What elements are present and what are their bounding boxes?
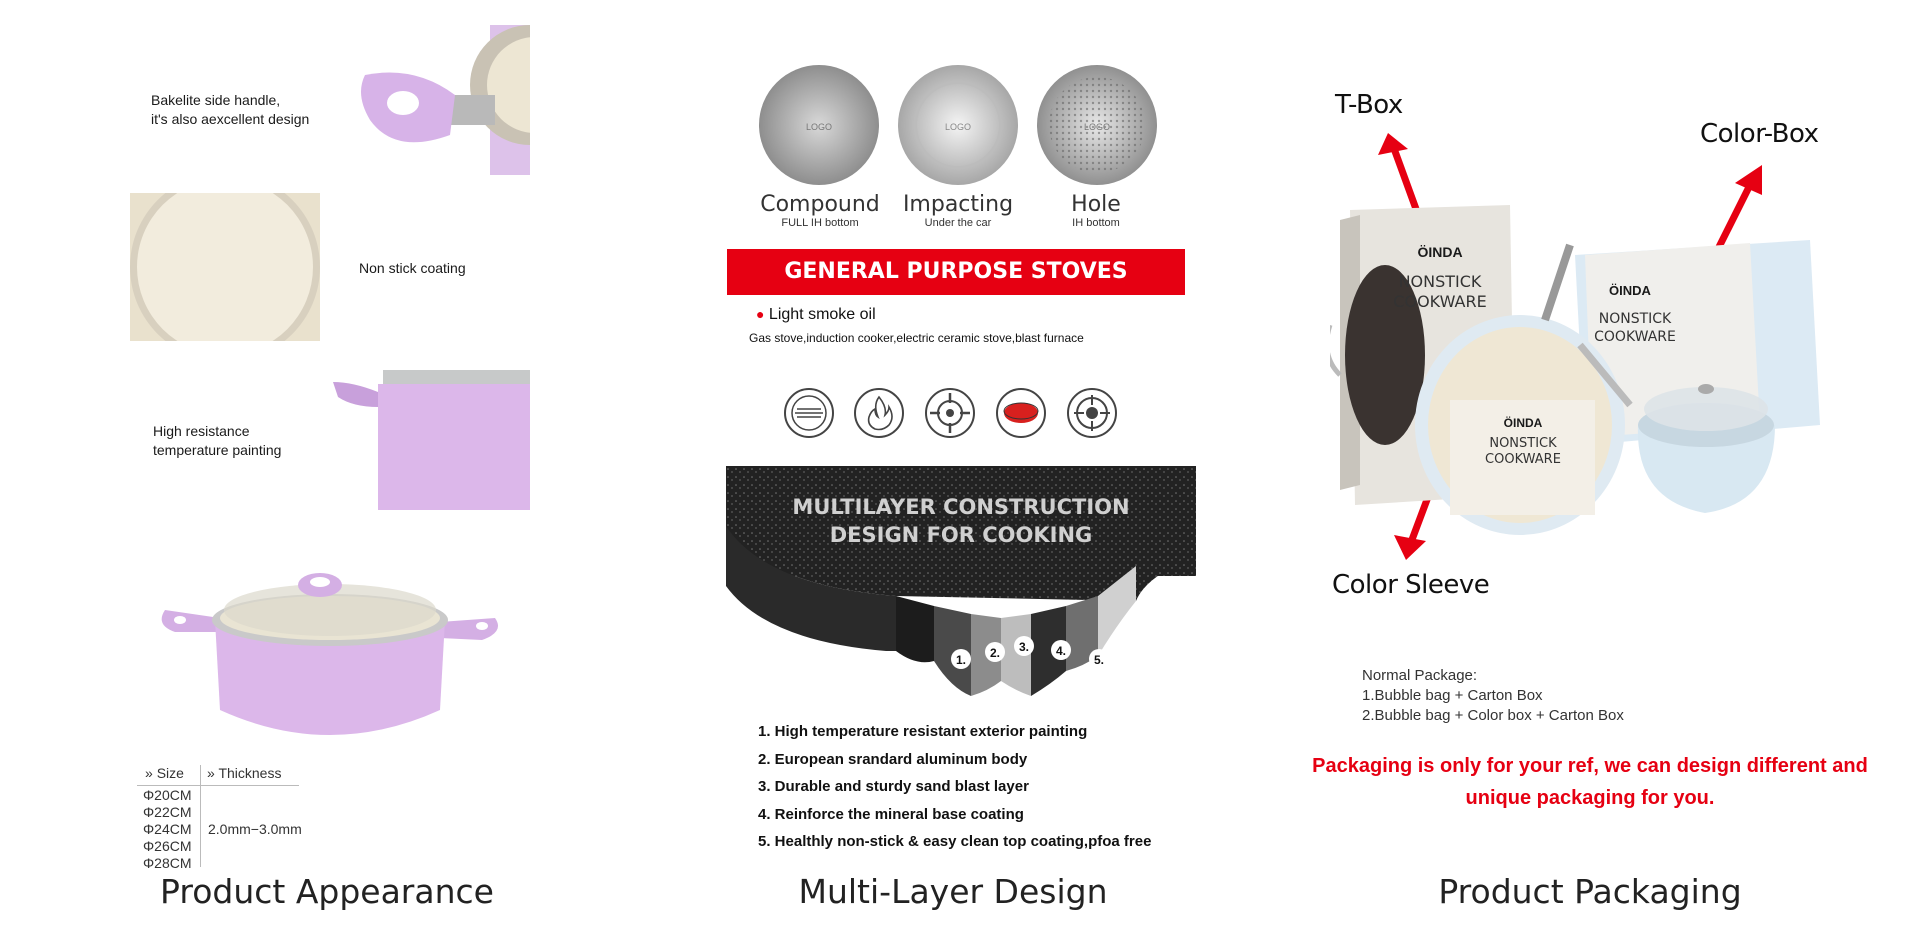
bottom-type-impacting: Impacting Under the car (903, 192, 1013, 229)
size-row: Φ20CM (143, 787, 192, 803)
bottom-type-name: Impacting (902, 192, 1014, 217)
svg-text:ÖINDA: ÖINDA (1609, 283, 1652, 298)
hole-bottom-image: LOGO (1037, 65, 1157, 185)
packaging-image: ÖINDA NONSTICK COOKWARE ÖINDA NONSTICK C… (1330, 133, 1820, 560)
package-note: Normal Package: 1.Bubble bag + Carton Bo… (1362, 666, 1624, 726)
svg-text:1.: 1. (956, 653, 966, 667)
pot-main-image (161, 573, 499, 735)
bottom-type-hole: Hole IH bottom (1071, 192, 1121, 229)
layer-item: 4. Reinforce the mineral base coating (758, 805, 1024, 823)
feature-label-handle: Bakelite side handle, it's also aexcelle… (151, 92, 310, 127)
table-divider (137, 785, 299, 786)
arrow-icon (1388, 141, 1424, 222)
packaging-disclaimer: Packaging is only for your ref, we can d… (1312, 755, 1868, 809)
svg-text:NONSTICK: NONSTICK (1599, 311, 1672, 327)
label-color-box: Color-Box (1700, 119, 1819, 149)
section-title-packaging: Product Packaging (1438, 872, 1742, 911)
layer-item: 3. Durable and sturdy sand blast layer (758, 778, 1029, 795)
gas-burner-icon (925, 388, 975, 438)
stove-types-text: Gas stove,induction cooker,electric cera… (749, 331, 1084, 345)
coating-closeup-image (130, 193, 320, 341)
svg-text:LOGO: LOGO (806, 122, 832, 132)
handle-closeup-image (361, 25, 530, 175)
multilayer-construction-image: MULTILAYER CONSTRUCTION DESIGN FOR COOKI… (726, 466, 1196, 696)
bottom-type-sub: IH bottom (1072, 217, 1120, 229)
red-bullet-icon: ● (756, 306, 765, 322)
size-list: Φ20CM Φ22CM Φ24CM Φ26CM Φ28CM (143, 787, 192, 872)
bottom-type-name: Compound (760, 192, 880, 217)
size-header: » Size (145, 765, 184, 781)
size-row: Φ26CM (143, 838, 192, 854)
svg-text:ÖINDA: ÖINDA (1417, 244, 1462, 260)
svg-text:2.: 2. (990, 646, 1000, 660)
svg-text:DESIGN FOR COOKING: DESIGN FOR COOKING (830, 523, 1093, 547)
size-row: Φ22CM (143, 804, 192, 820)
svg-text:COOKWARE: COOKWARE (1594, 329, 1676, 345)
package-note-line: 2.Bubble bag + Color box + Carton Box (1362, 707, 1624, 724)
layer-item: 1. High temperature resistant exterior p… (758, 723, 1088, 740)
svg-text:COOKWARE: COOKWARE (1393, 292, 1486, 311)
label-color-sleeve: Color Sleeve (1332, 570, 1490, 600)
svg-text:COOKWARE: COOKWARE (1485, 452, 1561, 467)
impacting-bottom-image: LOGO (898, 65, 1018, 185)
svg-text:LOGO: LOGO (1084, 122, 1110, 132)
feature-label-coating: Non stick coating (359, 260, 466, 276)
bottom-type-compound: Compound FULL IH bottom (760, 192, 880, 229)
flame-icon (854, 388, 904, 438)
table-divider (200, 765, 201, 867)
induction-coil-icon (784, 388, 834, 438)
size-row: Φ24CM (143, 821, 192, 837)
halogen-hob-icon (1067, 388, 1117, 438)
size-row: Φ28CM (143, 855, 192, 871)
svg-text:NONSTICK: NONSTICK (1489, 436, 1557, 451)
svg-text:3.: 3. (1019, 640, 1029, 654)
bottom-type-name: Hole (1071, 192, 1121, 217)
svg-text:MULTILAYER CONSTRUCTION: MULTILAYER CONSTRUCTION (792, 495, 1129, 519)
layer-item: 2. European srandard aluminum body (758, 750, 1028, 768)
section-title-appearance: Product Appearance (160, 872, 494, 911)
layer-list: 1. High temperature resistant exterior p… (758, 718, 1151, 856)
compound-bottom-image: LOGO (759, 65, 879, 185)
bottom-type-sub: Under the car (924, 217, 992, 229)
bottom-type-sub: FULL IH bottom (781, 217, 859, 229)
package-note-line: 1.Bubble bag + Carton Box (1362, 687, 1543, 704)
svg-text:LOGO: LOGO (945, 122, 971, 132)
painting-closeup-image (333, 370, 530, 510)
svg-text:ÖINDA: ÖINDA (1504, 415, 1543, 430)
feature-label-painting: High resistance temperature painting (153, 423, 282, 458)
general-purpose-stoves-banner: GENERAL PURPOSE STOVES (727, 249, 1185, 295)
layer-item: 5. Healthly non-stick & easy clean top c… (758, 833, 1152, 850)
arrow-icon (1711, 183, 1754, 257)
thickness-header: » Thickness (207, 765, 282, 781)
thickness-value: 2.0mm−3.0mm (208, 821, 302, 837)
section-title-multilayer: Multi-Layer Design (798, 872, 1108, 911)
label-t-box: T-Box (1335, 90, 1403, 120)
bullet-light-smoke-oil: ● Light smoke oil (756, 306, 876, 323)
svg-text:4.: 4. (1056, 644, 1066, 658)
svg-text:NONSTICK: NONSTICK (1399, 272, 1482, 291)
ceramic-plate-icon (996, 388, 1046, 438)
svg-text:5.: 5. (1094, 653, 1104, 667)
package-note-title: Normal Package: (1362, 667, 1478, 684)
